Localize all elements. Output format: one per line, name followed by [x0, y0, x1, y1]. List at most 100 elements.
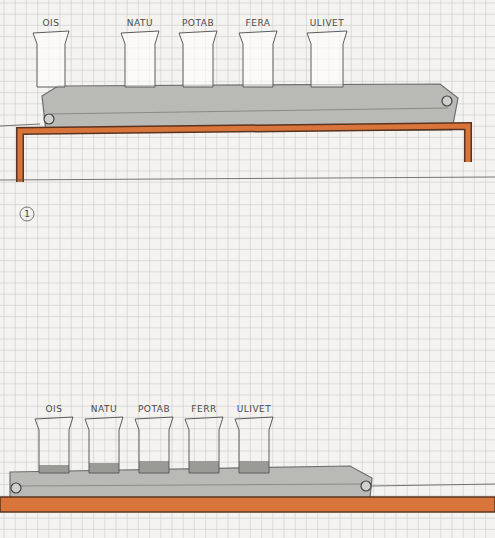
bin-label: ULIVET — [234, 404, 274, 415]
bin-shape — [185, 417, 223, 473]
bin-outline — [34, 416, 74, 474]
grid-line — [0, 148, 495, 149]
grid-line — [306, 0, 307, 538]
belt-line — [50, 108, 448, 114]
grid-line — [0, 260, 495, 261]
bin-outline — [238, 30, 278, 88]
hopper-bin: POTAB — [178, 18, 218, 88]
bin-outline — [84, 416, 124, 474]
support-frame — [20, 126, 468, 182]
grid-line — [362, 0, 363, 538]
grid-line — [4, 0, 5, 538]
bin-shape — [179, 31, 217, 87]
grid-line — [0, 451, 495, 452]
grid-line — [93, 0, 94, 538]
grid-line — [407, 0, 408, 538]
bin-contents — [139, 461, 169, 473]
bin-contents — [39, 465, 69, 473]
bin-shape — [33, 31, 69, 87]
grid-line — [0, 238, 495, 239]
bin-label: OIS — [32, 18, 70, 29]
bin-outline — [178, 30, 218, 88]
frame-outline — [20, 126, 468, 182]
bin-label: POTAB — [134, 404, 174, 415]
hopper-bin: OIS — [34, 404, 74, 474]
hopper-bin: FERR — [184, 404, 224, 474]
bin-label: NATU — [84, 404, 124, 415]
bin-label: NATU — [120, 18, 160, 29]
bin-outline — [306, 30, 348, 88]
grid-line — [0, 316, 495, 317]
circle-mark — [20, 207, 34, 221]
grid-line — [0, 439, 495, 440]
bin-outline — [134, 416, 174, 474]
grid-line — [0, 14, 495, 15]
bin-label: POTAB — [178, 18, 218, 29]
callout-number: 1 — [24, 209, 30, 219]
grid-line — [15, 0, 16, 538]
hopper-bin: POTAB — [134, 404, 174, 474]
grid-line — [0, 215, 495, 216]
bin-label: ULIVET — [306, 18, 348, 29]
grid-line — [384, 0, 385, 538]
grid-line — [0, 283, 495, 284]
support-frame — [0, 497, 495, 512]
pencil-line — [0, 177, 495, 180]
grid-line — [172, 0, 173, 538]
bin-shape — [307, 31, 347, 87]
bin-label: OIS — [34, 404, 74, 415]
grid-line — [429, 0, 430, 538]
grid-line — [373, 0, 374, 538]
hopper-bin: FERA — [238, 18, 278, 88]
grid-line — [0, 327, 495, 328]
grid-line — [0, 227, 495, 228]
grid-line — [396, 0, 397, 538]
grid-line — [160, 0, 161, 538]
grid-line — [351, 0, 352, 538]
bin-label: FERR — [184, 404, 224, 415]
grid-line — [216, 0, 217, 538]
grid-line — [0, 249, 495, 250]
hopper-bin: NATU — [120, 18, 160, 88]
grid-line — [71, 0, 72, 538]
grid-line — [0, 305, 495, 306]
bin-shape — [239, 31, 277, 87]
grid-line — [418, 0, 419, 538]
grid-line — [0, 428, 495, 429]
bin-outline — [120, 30, 160, 88]
grid-line — [0, 350, 495, 351]
grid-line — [0, 3, 495, 4]
grid-line — [0, 204, 495, 205]
grid-line — [0, 159, 495, 160]
grid-line — [0, 529, 495, 530]
grid-line — [452, 0, 453, 538]
bin-shape — [235, 417, 273, 473]
grid-line — [0, 339, 495, 340]
roller — [442, 96, 452, 106]
grid-line — [295, 0, 296, 538]
grid-line — [474, 0, 475, 538]
grid-line — [284, 0, 285, 538]
grid-line — [116, 0, 117, 538]
bin-contents — [89, 463, 119, 473]
grid-line — [0, 518, 495, 519]
grid-line — [0, 417, 495, 418]
hopper-bin: ULIVET — [234, 404, 274, 474]
grid-line — [0, 271, 495, 272]
grid-line — [485, 0, 486, 538]
grid-line — [228, 0, 229, 538]
belt-line — [20, 484, 362, 486]
bin-outline — [32, 30, 70, 88]
grid-line — [0, 383, 495, 384]
hopper-bin: NATU — [84, 404, 124, 474]
bin-label: FERA — [238, 18, 278, 29]
grid-line — [0, 137, 495, 138]
grid-line — [0, 395, 495, 396]
grid-line — [463, 0, 464, 538]
pencil-line — [372, 484, 495, 486]
hopper-bin: OIS — [32, 18, 70, 88]
bin-contents — [239, 461, 269, 473]
grid-line — [82, 0, 83, 538]
grid-line — [0, 193, 495, 194]
